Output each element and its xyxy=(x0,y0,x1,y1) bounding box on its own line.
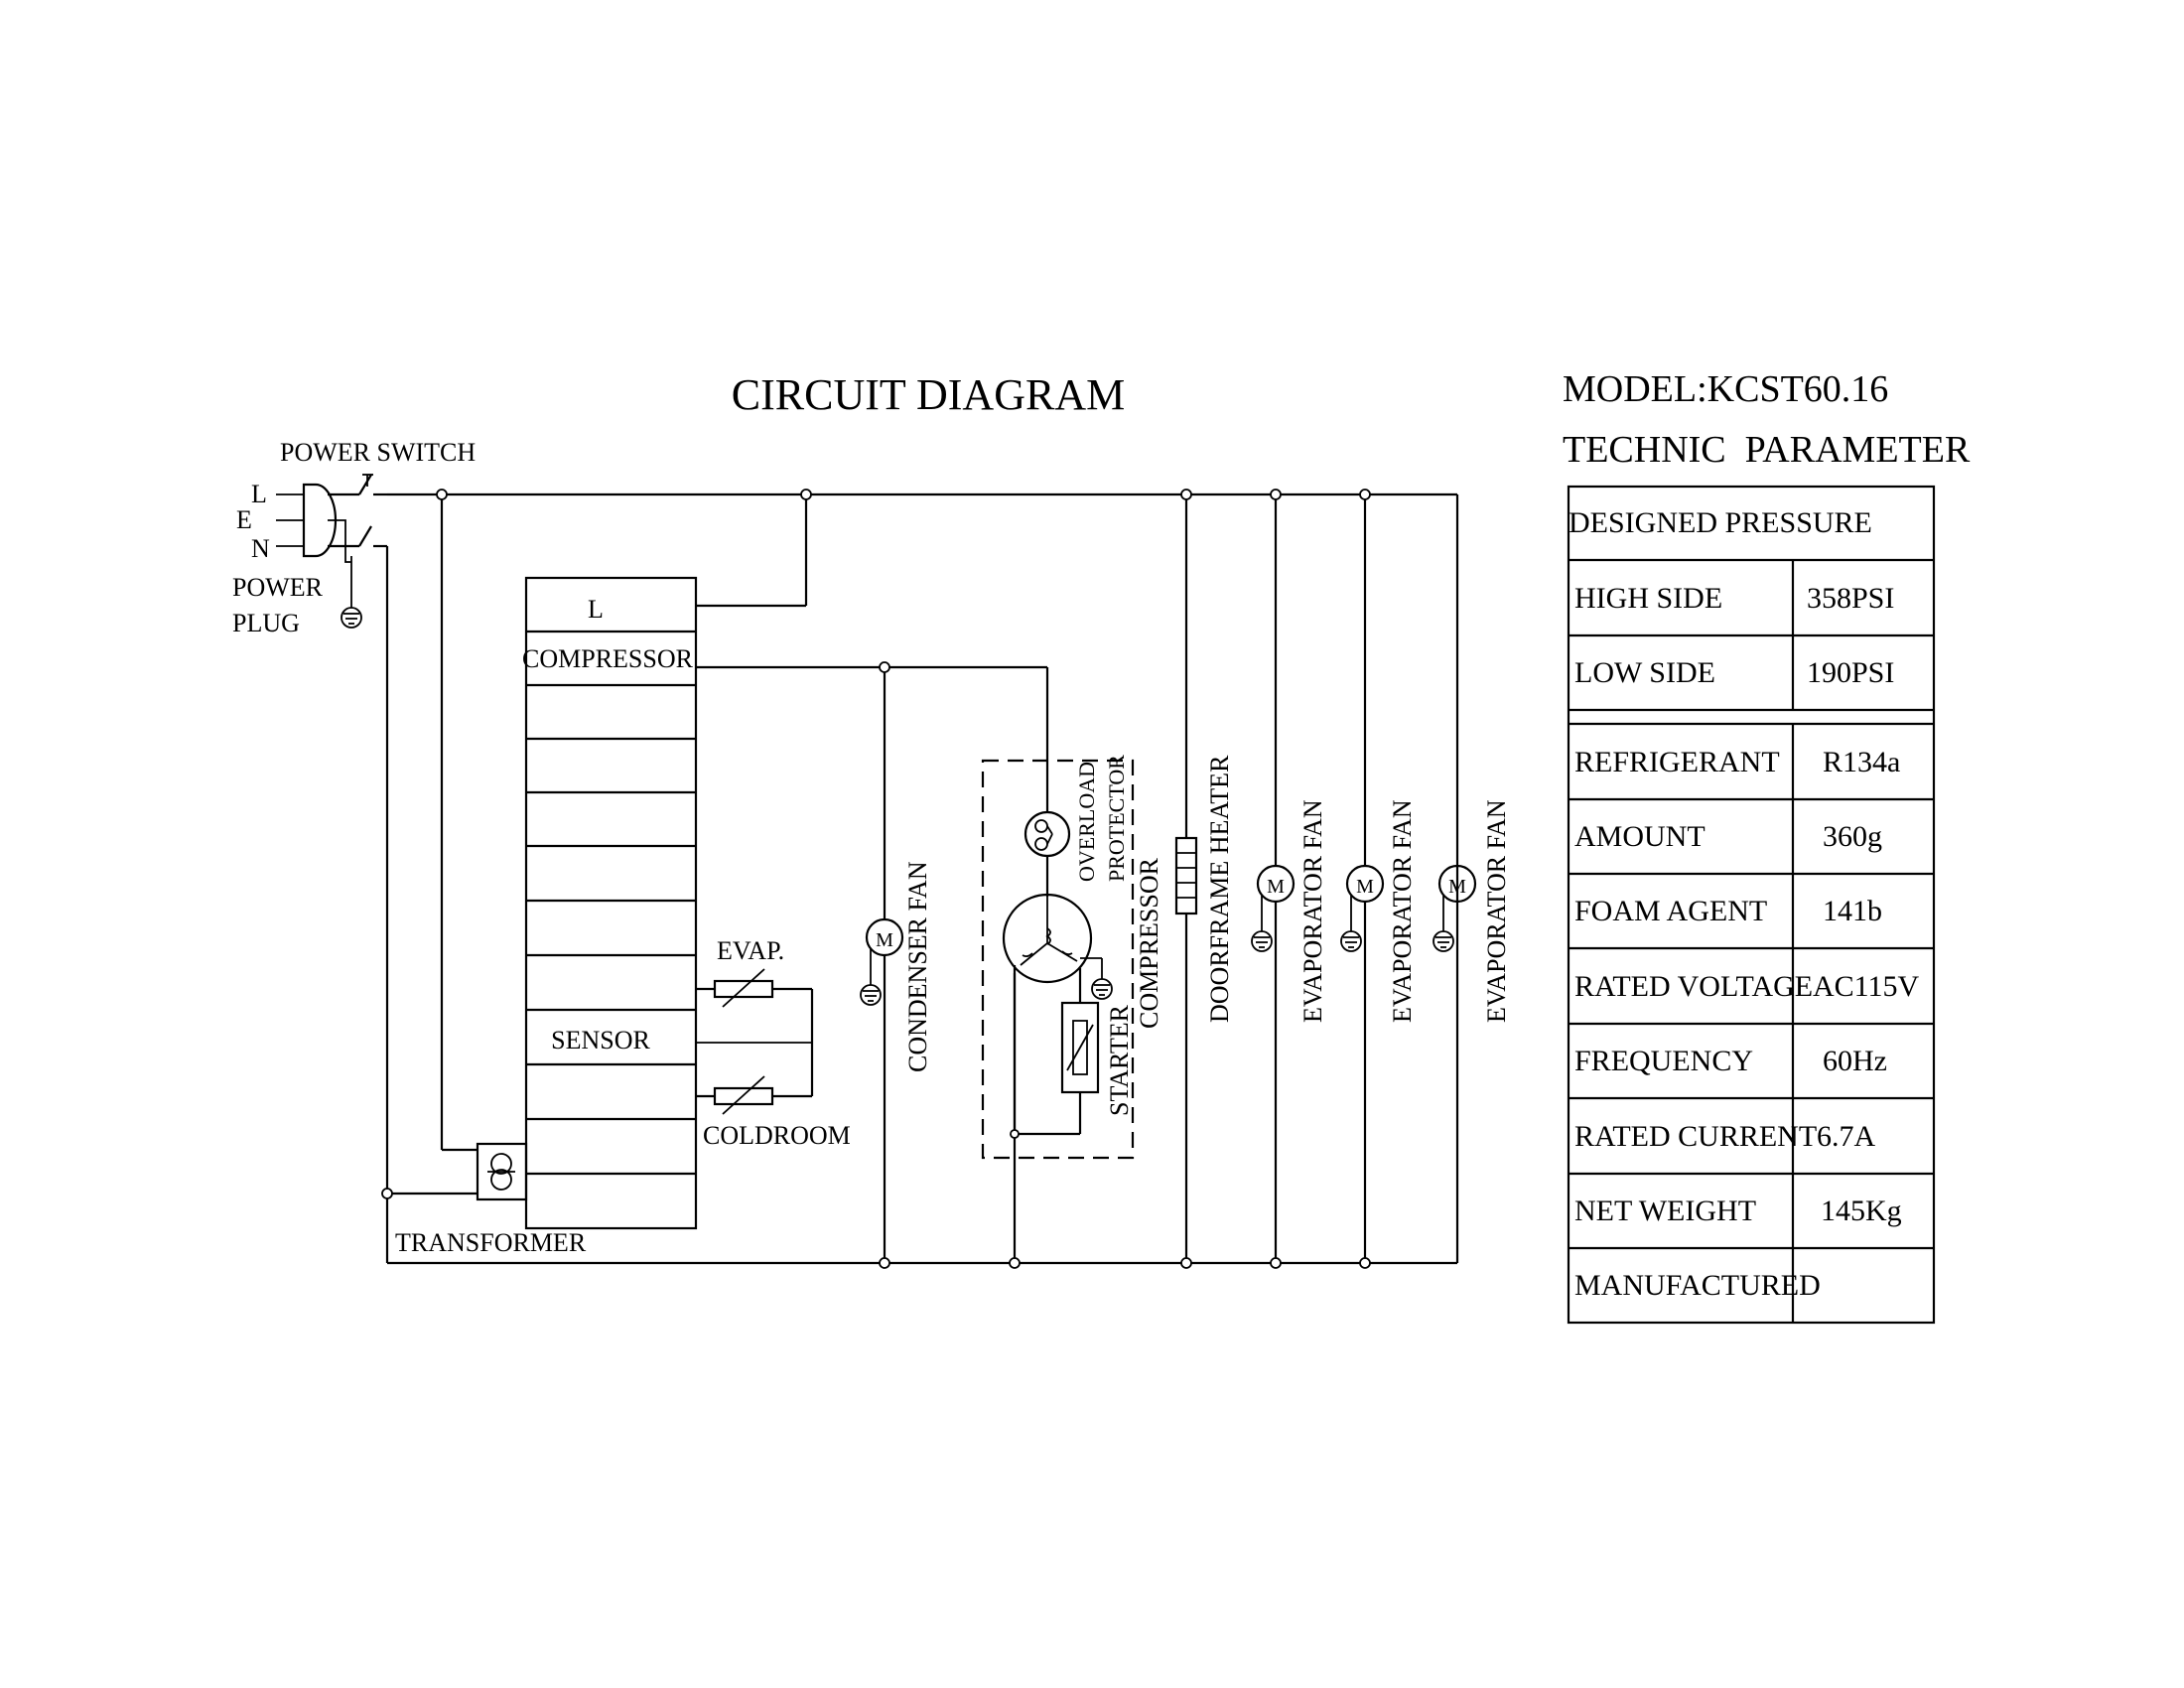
param-label-manufactured: MANUFACTURED xyxy=(1574,1269,1821,1302)
param-label-high-side: HIGH SIDE xyxy=(1574,582,1722,615)
protector-label: PROTECTOR xyxy=(1104,755,1129,882)
controller-l-label: L xyxy=(588,595,604,624)
ground-symbol-plug xyxy=(341,607,362,629)
evap-sensor: EVAP. xyxy=(696,936,812,1008)
plug-n-label: N xyxy=(251,534,270,563)
param-value-rated-current: 6.7A xyxy=(1817,1120,1876,1153)
param-label-net-weight: NET WEIGHT xyxy=(1574,1195,1756,1227)
param-value-foam-agent: 141b xyxy=(1823,895,1882,927)
sensor-common-wire xyxy=(696,989,814,1096)
condenser-fan: M CONDENSER FAN xyxy=(860,861,932,1072)
controller-block: L COMPRESSOR SENSOR xyxy=(522,576,698,1230)
designed-pressure-label: DESIGNED PRESSURE xyxy=(1569,506,1872,539)
controller-sensor-label: SENSOR xyxy=(551,1026,650,1055)
power-plug-label-2: PLUG xyxy=(232,609,300,637)
param-value-net-weight: 145Kg xyxy=(1821,1195,1902,1227)
param-value-high-side: 358PSI xyxy=(1807,582,1894,615)
param-label-rated-voltage: RATED VOLTAGE xyxy=(1574,970,1813,1003)
power-plug-label-1: POWER xyxy=(232,573,324,602)
transformer-label: TRANSFORMER xyxy=(395,1228,587,1257)
evap-label: EVAP. xyxy=(717,936,784,965)
motor-icon: M xyxy=(876,929,893,951)
power-plug: L E N POWER PLUG xyxy=(232,480,352,637)
param-label-frequency: FREQUENCY xyxy=(1574,1045,1753,1077)
compressor-unit: OVERLOAD PROTECTOR COMPRESSOR STARTER xyxy=(981,755,1163,1160)
param-label-refrigerant: REFRIGERANT xyxy=(1574,746,1780,778)
param-label-amount: AMOUNT xyxy=(1574,820,1706,853)
controller-compressor-label: COMPRESSOR xyxy=(522,644,694,673)
evaporator-fan-2-label: EVAPORATOR FAN xyxy=(1388,799,1417,1023)
param-value-low-side: 190PSI xyxy=(1807,656,1894,689)
technic-parameter-heading: TECHNIC PARAMETER xyxy=(1563,429,1971,471)
motor-icon: M xyxy=(1448,876,1466,898)
evaporator-fan-2: M EVAPORATOR FAN xyxy=(1340,799,1417,1023)
param-label-low-side: LOW SIDE xyxy=(1574,656,1715,689)
starter-label: STARTER xyxy=(1105,1004,1134,1116)
param-value-frequency: 60Hz xyxy=(1823,1045,1887,1077)
evaporator-fan-1: M EVAPORATOR FAN xyxy=(1251,799,1327,1023)
overload-label: OVERLOAD xyxy=(1074,762,1099,882)
param-label-rated-current: RATED CURRENT xyxy=(1574,1120,1817,1153)
plug-e-label: E xyxy=(236,505,252,534)
coldroom-sensor: COLDROOM xyxy=(696,1075,851,1150)
motor-icon: M xyxy=(1356,876,1374,898)
power-switch-label: POWER SWITCH xyxy=(280,438,476,467)
evaporator-fan-1-label: EVAPORATOR FAN xyxy=(1298,799,1327,1023)
doorframe-heater-label: DOORFRAME HEATER xyxy=(1205,755,1234,1023)
transformer: TRANSFORMER xyxy=(395,1142,587,1257)
param-value-refrigerant: R134a xyxy=(1823,746,1900,778)
parameter-table: DESIGNED PRESSURE HIGH SIDE 358PSI LOW S… xyxy=(1567,485,1936,1325)
param-value-amount: 360g xyxy=(1823,820,1882,853)
condenser-fan-label: CONDENSER FAN xyxy=(903,861,932,1072)
motor-icon: M xyxy=(1267,876,1285,898)
plug-l-label: L xyxy=(251,480,267,508)
coldroom-label: COLDROOM xyxy=(703,1121,851,1150)
power-switch: POWER SWITCH xyxy=(280,438,476,548)
diagram-title: CIRCUIT DIAGRAM xyxy=(732,370,1125,419)
doorframe-heater: DOORFRAME HEATER xyxy=(1174,755,1234,1023)
param-label-foam-agent: FOAM AGENT xyxy=(1574,895,1767,927)
compressor-label: COMPRESSOR xyxy=(1135,857,1163,1029)
junction-dots xyxy=(381,489,1371,1269)
evaporator-fan-3-label: EVAPORATOR FAN xyxy=(1482,799,1511,1023)
evaporator-fan-3: M EVAPORATOR FAN xyxy=(1433,799,1511,1023)
param-value-rated-voltage: AC115V xyxy=(1813,970,1920,1003)
model-label: MODEL:KCST60.16 xyxy=(1563,368,1888,410)
